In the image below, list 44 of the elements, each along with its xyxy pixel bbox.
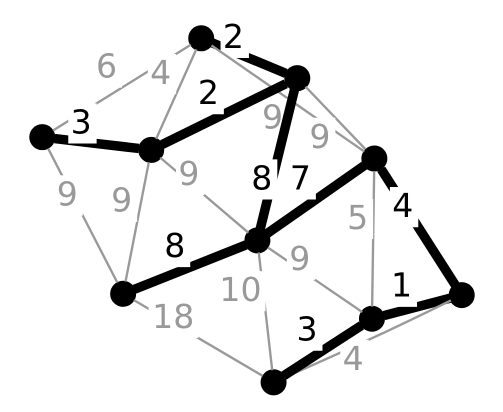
- connector: [304, 86, 366, 150]
- edge-label: 9: [288, 238, 310, 278]
- edge-label: 8: [164, 226, 185, 265]
- node-circle: [110, 280, 136, 307]
- edge-label: 9: [178, 154, 199, 193]
- edge-label: 4: [342, 338, 364, 378]
- connector: [280, 322, 364, 380]
- node-circle: [360, 146, 387, 172]
- edge-label: 7: [289, 158, 310, 198]
- edge-label: 1: [390, 266, 412, 305]
- connector: [370, 171, 375, 307]
- node-circle: [358, 306, 384, 332]
- connector: [255, 88, 299, 230]
- edge-label: 9: [56, 174, 78, 214]
- edge-label: 9: [110, 180, 132, 220]
- edge-label: 2: [197, 73, 218, 112]
- node-circle: [260, 369, 286, 396]
- edge-label: 18: [152, 296, 194, 336]
- edge-label: 9: [308, 116, 330, 156]
- node-circle: [448, 282, 474, 308]
- node-circle: [244, 227, 270, 254]
- node-circle: [138, 136, 164, 163]
- edge-label: 9: [262, 98, 283, 137]
- node-circle: [28, 124, 55, 150]
- edge-label: 2: [222, 16, 244, 56]
- node-circle: [284, 65, 310, 92]
- edge-label: 3: [70, 102, 92, 142]
- connector: [124, 162, 150, 282]
- connector: [154, 48, 197, 140]
- edge-label: 6: [95, 46, 117, 86]
- edge-label: 4: [392, 186, 413, 226]
- connector: [46, 148, 118, 284]
- node-circle: [188, 25, 214, 52]
- edge-label: 3: [296, 310, 318, 349]
- connector: [54, 134, 139, 154]
- connector: [284, 299, 451, 378]
- edge-label: 5: [346, 198, 368, 237]
- edge-label: 10: [218, 270, 262, 310]
- connector: [132, 240, 248, 294]
- edge-label: 4: [150, 52, 171, 92]
- connector: [376, 166, 459, 288]
- edge-label: 8: [250, 158, 272, 198]
- connector: [264, 162, 367, 238]
- connector: [382, 294, 451, 320]
